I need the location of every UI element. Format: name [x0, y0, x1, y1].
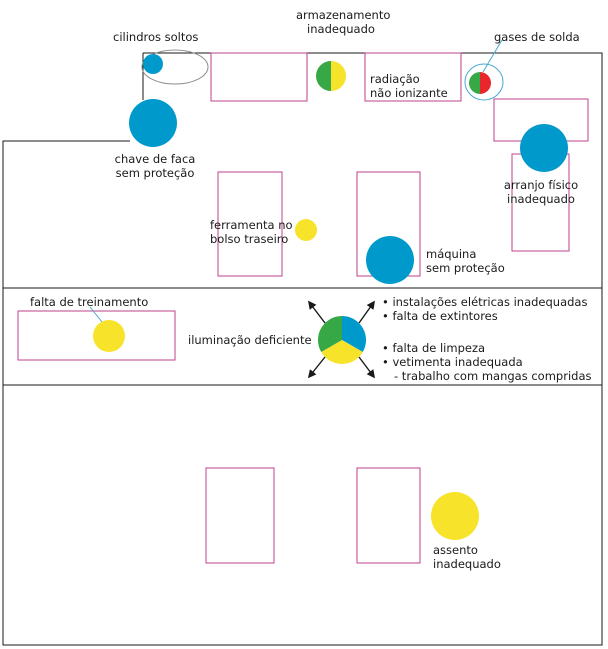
label-armazenamento-line2: inadequado [307, 22, 375, 36]
label-gases: gases de solda [494, 30, 580, 44]
gases-highlight-ring [464, 63, 504, 101]
arranjo-risk-circle [520, 124, 568, 172]
chave-risk-circle [129, 99, 177, 147]
label-limpeza: • falta de limpeza [382, 341, 486, 355]
general-risks-pie [317, 316, 367, 365]
armazenamento-risk-circle [316, 61, 346, 91]
label-ferramenta-line1: ferramenta no [210, 218, 293, 232]
label-radiacao: radiação não ionizante [370, 72, 448, 100]
label-maquina: máquina sem proteção [426, 247, 505, 275]
cilindros-highlight-ring [141, 49, 209, 85]
label-chave: chave de faca sem proteção [112, 152, 198, 180]
equipment-outlines [17, 52, 589, 564]
label-armazenamento-line1: armazenamento [296, 8, 391, 22]
label-arranjo-line2: inadequado [507, 192, 575, 206]
label-ferramenta-line2: bolso traseiro [210, 232, 289, 246]
assento-risk-circle [431, 492, 479, 540]
label-extintores: • falta de extintores [382, 309, 498, 323]
gases-risk-circle [469, 72, 491, 94]
label-cilindros: cilindros soltos [113, 30, 199, 44]
training-area [17, 310, 176, 361]
label-assento-line2: inadequado [433, 557, 501, 571]
label-maquina-line1: máquina [426, 247, 477, 261]
floor-plan-walls [2, 52, 603, 646]
label-assento-line1: assento [433, 543, 478, 557]
label-mangas: - trabalho com mangas compridas [394, 369, 592, 383]
equipment-top-1 [210, 52, 308, 102]
label-iluminacao: iluminação deficiente [188, 333, 312, 347]
label-radiacao-line2: não ionizante [370, 86, 448, 100]
arrow-icon [358, 300, 375, 324]
label-chave-line1: chave de faca [114, 152, 196, 166]
ferramenta-risk-circle [295, 219, 317, 241]
label-assento: assento inadequado [433, 543, 501, 571]
leader-line-gases [482, 39, 503, 73]
outer-wall [2, 52, 603, 646]
general-risks-arrows [307, 300, 376, 379]
arrow-icon [307, 356, 326, 379]
label-instalacoes: • instalações elétricas inadequadas [382, 295, 588, 309]
label-arranjo-line1: arranjo físico [503, 178, 579, 192]
equipment-top-2 [364, 52, 462, 102]
equipment-mid-left [217, 171, 283, 277]
label-ferramenta: ferramenta no bolso traseiro [210, 218, 293, 246]
label-armazenamento: armazenamento inadequado [296, 8, 391, 36]
label-treinamento: falta de treinamento [30, 295, 149, 309]
risk-circles [93, 54, 568, 540]
arrow-icon [358, 356, 376, 379]
equipment-bottom-right [356, 467, 421, 564]
label-arranjo: arranjo físico inadequado [498, 178, 584, 206]
label-vestimenta: • vetimenta inadequada [382, 355, 523, 369]
treinamento-risk-circle [93, 320, 125, 352]
maquina-risk-circle [366, 236, 414, 284]
equipment-bottom-left [205, 467, 275, 564]
cilindros-risk-circle [143, 54, 163, 74]
arrow-icon [307, 300, 326, 324]
label-maquina-line2: sem proteção [426, 261, 505, 275]
label-radiacao-line1: radiação [370, 72, 420, 86]
label-chave-line2: sem proteção [115, 166, 195, 180]
